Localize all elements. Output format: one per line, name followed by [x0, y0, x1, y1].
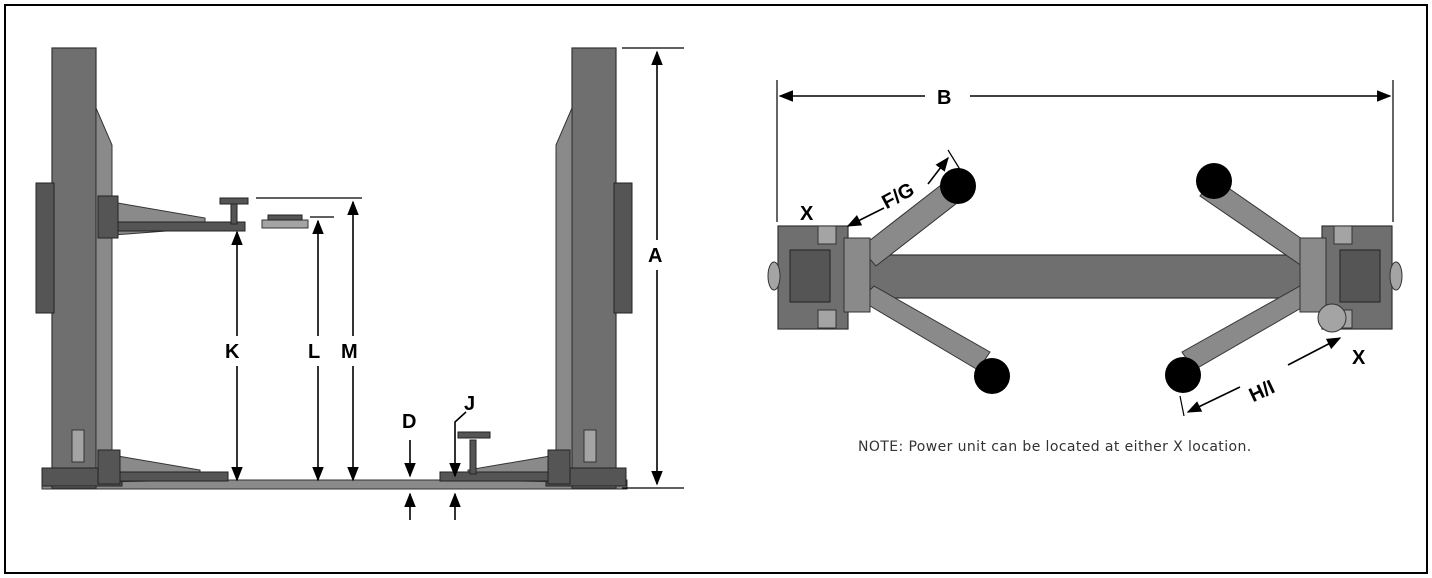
pad-lower-left: [974, 358, 1010, 394]
note-text: NOTE: Power unit can be located at eithe…: [858, 439, 1252, 455]
pad-lower-right: [1165, 357, 1201, 393]
label-x-right: X: [1352, 347, 1366, 369]
front-view: [35, 47, 684, 520]
crossbeam: [859, 254, 1316, 299]
label-m: M: [341, 341, 358, 363]
label-k: K: [225, 341, 240, 363]
raised-arm: [97, 195, 309, 239]
top-view: [767, 80, 1403, 417]
left-column: [35, 47, 123, 489]
label-hi: H/I: [1246, 376, 1278, 407]
pad-upper-left: [940, 168, 976, 204]
label-d: D: [402, 411, 416, 433]
label-l: L: [308, 341, 320, 363]
right-column: [545, 47, 633, 489]
label-x-left: X: [800, 203, 814, 225]
pad-upper-right: [1196, 163, 1232, 199]
label-j: J: [464, 393, 475, 415]
lowered-arms: [97, 431, 571, 485]
label-a: A: [648, 245, 662, 267]
power-unit: [1317, 303, 1347, 333]
arm-lower-right: [1181, 285, 1316, 371]
label-b: B: [937, 87, 951, 109]
arm-lower-left: [859, 285, 991, 371]
